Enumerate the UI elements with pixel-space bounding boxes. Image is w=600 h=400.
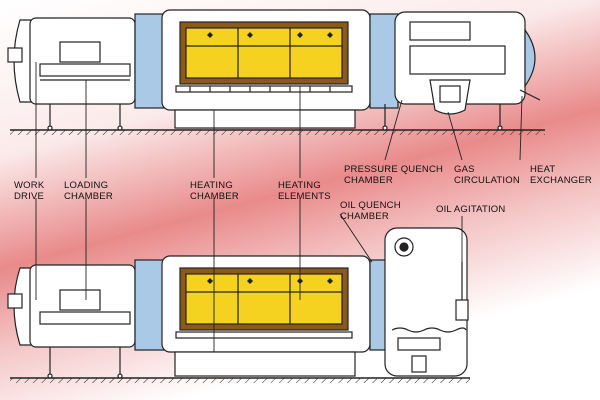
leader-lines [35,62,523,352]
label-oil-agitation: OIL AGITATION [436,204,506,215]
top-furnace [7,9,545,135]
bottom-furnace [7,227,470,383]
